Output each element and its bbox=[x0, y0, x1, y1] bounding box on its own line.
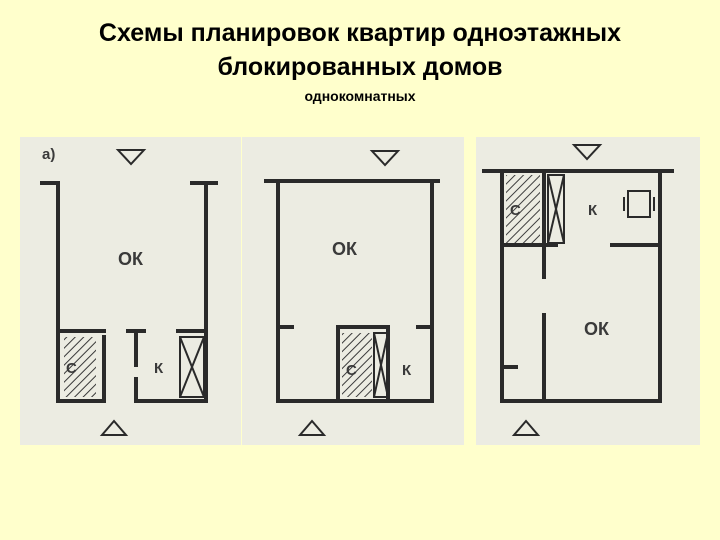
slide-subtitle: однокомнатных bbox=[304, 88, 416, 104]
entrance-arrow-bottom bbox=[511, 419, 541, 436]
stove-line bbox=[547, 174, 565, 244]
plan-b-drawing: ОК С К bbox=[264, 150, 440, 436]
slide-title: Схемы планировок квартир одноэтажных бло… bbox=[0, 16, 720, 84]
kitchen-label: К bbox=[154, 360, 164, 377]
living-room-label: ОК bbox=[332, 239, 358, 259]
stove-line bbox=[179, 336, 205, 398]
bath-label: С bbox=[346, 362, 357, 379]
plan-a-marker: а) bbox=[42, 146, 55, 163]
entrance-arrow-bottom bbox=[99, 419, 129, 436]
living-room-label: ОК bbox=[118, 249, 144, 269]
bath-hatch bbox=[64, 337, 96, 397]
stove-line bbox=[373, 332, 389, 398]
entrance-arrow-bottom bbox=[297, 419, 327, 436]
wall bbox=[56, 181, 106, 403]
plan-c-image: ОК С К bbox=[476, 137, 700, 445]
kitchen-stove-icon bbox=[373, 332, 389, 398]
plan-a-image: а) ОК С К bbox=[20, 137, 241, 445]
bath-label: С bbox=[510, 202, 521, 219]
bath-hatch bbox=[506, 175, 540, 243]
kitchen-label: К bbox=[588, 202, 598, 219]
entrance-arrow-top bbox=[369, 150, 401, 167]
wall bbox=[500, 169, 662, 403]
entrance-arrow-top bbox=[115, 149, 147, 166]
plan-c-drawing: ОК С К bbox=[482, 144, 674, 436]
kitchen-stove-icon bbox=[179, 336, 205, 398]
wall bbox=[134, 181, 208, 403]
kitchen-label: К bbox=[402, 362, 412, 379]
plan-a-drawing: а) ОК С К bbox=[40, 146, 218, 436]
table-icon bbox=[627, 190, 651, 218]
living-room-label: ОК bbox=[584, 319, 610, 339]
title-line-1: Схемы планировок квартир одноэтажных bbox=[98, 19, 622, 47]
bath-hatch bbox=[342, 333, 372, 397]
entrance-arrow-top bbox=[571, 144, 603, 161]
plan-b-image: ОК С К bbox=[242, 137, 464, 445]
title-line-2: блокированных домов bbox=[217, 53, 503, 81]
kitchen-stove-icon bbox=[547, 174, 565, 244]
wall bbox=[276, 179, 434, 403]
bath-label: С bbox=[66, 360, 77, 377]
